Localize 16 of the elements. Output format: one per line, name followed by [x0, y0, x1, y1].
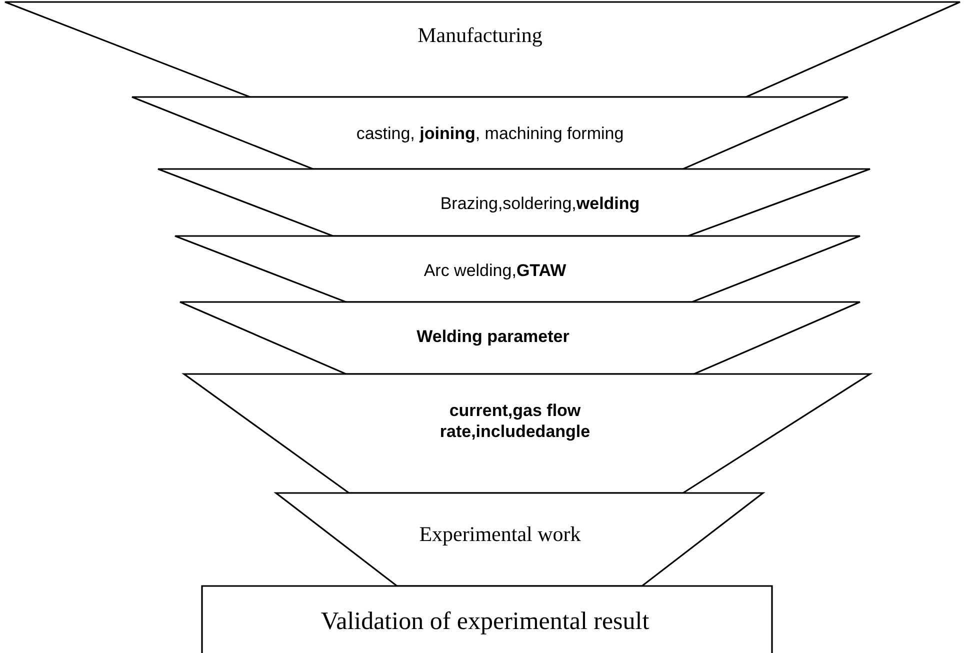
funnel-segment [184, 374, 870, 493]
segment-label: current,gas flow rate,includedangle [438, 400, 592, 442]
segment-label: Welding parameter [416, 326, 570, 348]
funnel-segment [180, 302, 860, 374]
funnel-segment [5, 2, 960, 97]
funnel-segment [132, 97, 848, 169]
segment-label: Arc welding,GTAW [422, 260, 568, 282]
funnel-segment [175, 236, 860, 302]
segment-label: casting, joining, machining forming [355, 123, 625, 144]
segment-label: Experimental work [418, 521, 582, 548]
segment-label: Validation of experimental result [320, 607, 650, 637]
funnel-segment [276, 493, 763, 586]
segment-label: Manufacturing [416, 22, 544, 48]
segment-label: Brazing,soldering,welding [439, 193, 641, 214]
funnel-segment [158, 169, 870, 236]
result-box [202, 586, 772, 653]
